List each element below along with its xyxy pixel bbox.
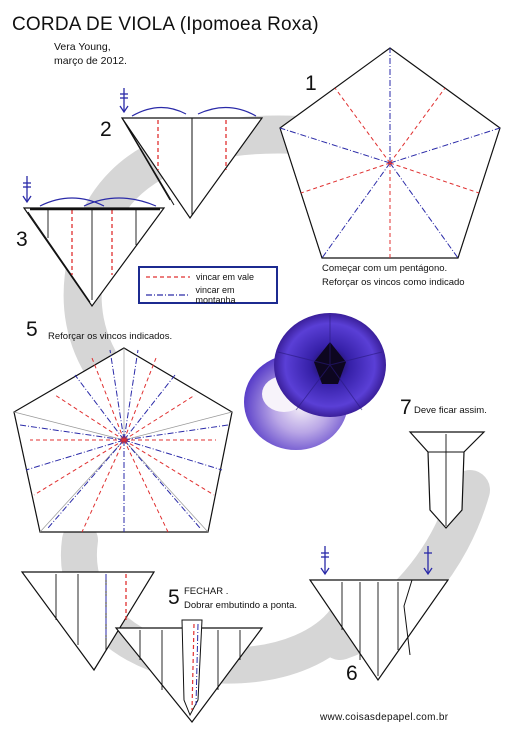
page-title: CORDA DE VIOLA (Ipomoea Roxa)	[12, 14, 319, 35]
push-arrow-icon	[119, 88, 129, 114]
step6-fold	[308, 546, 450, 682]
legend-valley-label: vincar em vale	[196, 272, 255, 282]
step1-pentagon	[279, 47, 501, 259]
step5b-number: 5	[168, 586, 180, 609]
step5-left-triangle	[20, 571, 156, 672]
legend-mountain: vincar em montanha	[146, 285, 276, 305]
step1-caption: Começar com um pentágono. Reforçar os vi…	[322, 262, 465, 290]
step5a-caption: Reforçar os vincos indicados.	[48, 331, 173, 342]
legend-mountain-label: vincar em montanha	[195, 285, 236, 305]
step5-closing	[114, 619, 264, 723]
author-name: Vera Young,	[54, 41, 111, 53]
push-arrow-icon	[320, 546, 330, 576]
step5a-number: 5	[26, 318, 38, 341]
crease-legend: vincar em vale vincar em montanha	[138, 266, 278, 305]
step7-caption: Deve ficar assim.	[414, 405, 487, 416]
step5-pentagon	[13, 347, 233, 533]
step2-number: 2	[100, 118, 112, 141]
mountain-line-icon	[146, 294, 190, 296]
valley-line-icon	[146, 276, 190, 278]
push-arrow-icon	[22, 176, 32, 204]
step5b-caption: FECHAR . Dobrar embutindo a ponta.	[184, 585, 297, 613]
author-block: Vera Young, março de 2012.	[54, 40, 127, 68]
step1-caption-line2: Reforçar os vincos como indicado	[322, 277, 465, 288]
valley-creases	[300, 87, 480, 258]
morning-glory-photo	[244, 313, 386, 450]
step7-number: 7	[400, 396, 412, 419]
push-arrow-icon	[423, 546, 433, 576]
step7-result	[408, 431, 486, 529]
step2-fold	[119, 88, 264, 220]
step3-number: 3	[16, 228, 28, 251]
legend-valley: vincar em vale	[146, 272, 254, 282]
step3-fold	[22, 176, 166, 308]
mountain-creases	[279, 48, 501, 259]
step1-caption-line1: Começar com um pentágono.	[322, 263, 448, 274]
website-url: www.coisasdepapel.com.br	[320, 712, 449, 723]
step6-number: 6	[346, 662, 358, 685]
step5b-caption-line1: FECHAR .	[184, 586, 229, 597]
author-date: março de 2012.	[54, 55, 127, 67]
step5b-caption-line2: Dobrar embutindo a ponta.	[184, 600, 298, 611]
step1-number: 1	[305, 72, 317, 95]
